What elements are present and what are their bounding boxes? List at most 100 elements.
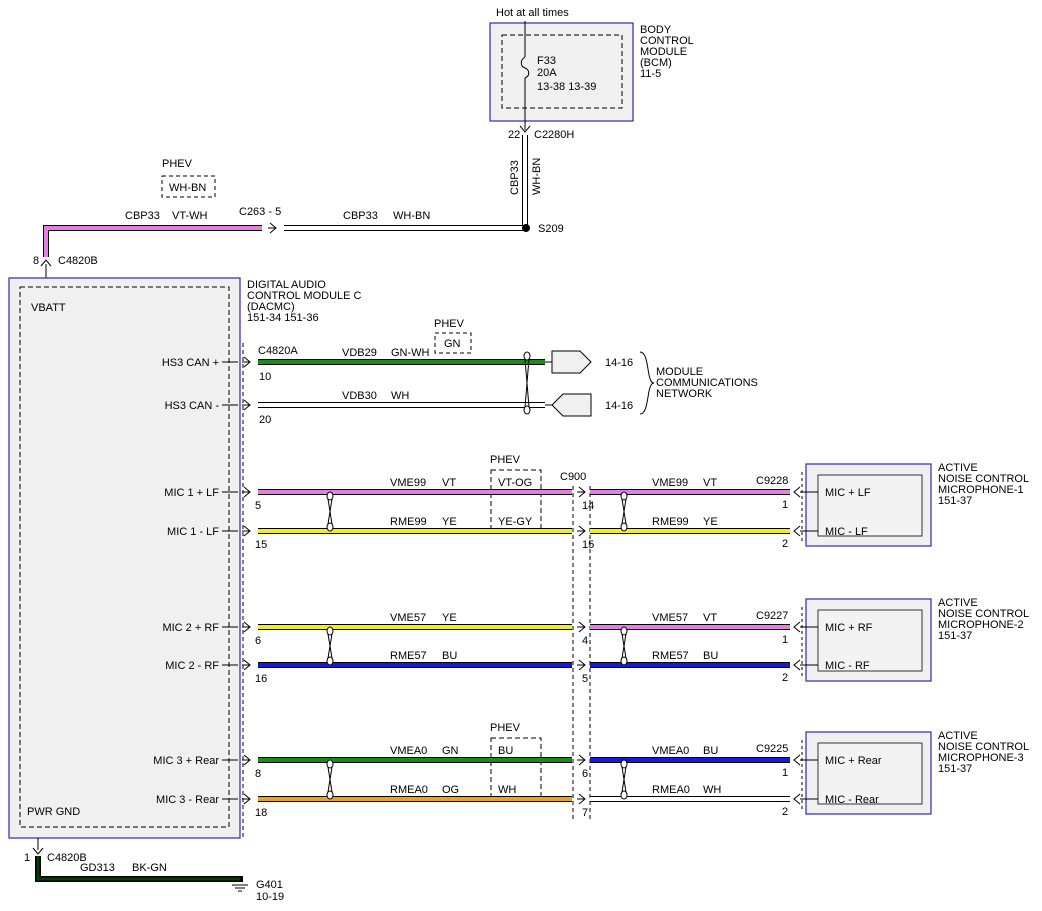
- mic-phev-color: VT-OG: [498, 477, 532, 489]
- mic-right-wire-VME57: [590, 624, 790, 630]
- twist-bottom: [326, 656, 334, 666]
- dacmc-port-label: MIC 3 - Rear: [156, 794, 219, 806]
- bcm-name-line: 11-5: [640, 68, 661, 80]
- wire-fill: [523, 135, 527, 227]
- c900-pin: 5: [582, 673, 588, 685]
- mic-connector-chevron: [793, 486, 801, 498]
- twist-top: [523, 351, 531, 361]
- mic-right-wire-RME57: [590, 662, 790, 668]
- mic-right-circuit: RME57: [652, 650, 689, 662]
- network-label-line: NETWORK: [656, 388, 713, 400]
- mic-right-circuit: RMEA0: [652, 784, 690, 796]
- ground-id: G401: [256, 879, 283, 891]
- mic-right-color: BU: [703, 650, 718, 662]
- can-circuit: VDB29: [342, 347, 377, 359]
- mic-right-pin: 2: [782, 806, 788, 818]
- mic-twist-right: [620, 626, 628, 666]
- mic-twist-left: [326, 759, 334, 800]
- bcm-feed-label: Hot at all times: [496, 7, 569, 19]
- twist-top: [620, 491, 628, 501]
- dacmc-port-label: MIC 2 - RF: [165, 660, 219, 672]
- mic-name-line: ACTIVE: [938, 597, 978, 609]
- mic-left-color: YE: [442, 516, 457, 528]
- mic-twist-left: [326, 626, 334, 666]
- bcm-connector-chevron: [519, 125, 531, 133]
- mic-right-pin: 2: [782, 538, 788, 550]
- mic-left-wire-VME99: [258, 489, 572, 495]
- mic-phev-label: PHEV: [490, 722, 521, 734]
- network-brace: [639, 351, 655, 415]
- mic-right-circuit: RME99: [652, 516, 689, 528]
- wire-fill: [258, 797, 572, 801]
- mic-name-line: ACTIVE: [938, 730, 978, 742]
- mic-left-color: GN: [442, 745, 459, 757]
- can-wire-VDB29: [258, 359, 545, 365]
- dacmc-port-label: MIC 1 - LF: [167, 526, 219, 538]
- fuse-symbol: [520, 56, 530, 79]
- bcm-name-line: (BCM): [640, 57, 672, 69]
- can-circuit: VDB30: [342, 390, 377, 402]
- mic-inner-box: [817, 474, 923, 537]
- wire-fill: [258, 529, 572, 533]
- mic-left-color: VT: [442, 477, 456, 489]
- wire-fill: [590, 490, 790, 494]
- mic-right-wire-VMEA0: [590, 757, 790, 763]
- dacmc-name-line: DIGITAL AUDIO: [247, 279, 326, 291]
- mic-twist-right: [620, 491, 628, 532]
- dacmc-name-line: CONTROL MODULE C: [247, 290, 362, 302]
- fuse-refs: 13-38 13-39: [537, 81, 596, 93]
- wire-fill: [258, 403, 545, 407]
- bcm-internal-dashed: [501, 34, 623, 109]
- mic-right-wire-RME99: [590, 528, 790, 534]
- mic-left-pin: 15: [255, 539, 267, 551]
- can-phev-color: GN: [444, 338, 461, 350]
- mic-left-color: BU: [442, 650, 457, 662]
- can-pin: 10: [259, 371, 271, 383]
- mic-connector: C9225: [756, 743, 788, 755]
- ground-ref: 10-19: [256, 891, 284, 903]
- mic-right-color: WH: [703, 784, 721, 796]
- c4820b-top-chevron: [40, 259, 52, 267]
- mic-twist-left: [326, 491, 334, 532]
- twist-cross: [524, 358, 530, 408]
- mic-right-color: BU: [703, 745, 718, 757]
- dacmc-internal-dashed: [19, 286, 230, 828]
- dacmc-module-box: [8, 277, 241, 839]
- wire-fill: [258, 663, 572, 667]
- wire-fill: [44, 226, 262, 257]
- twist-cross: [327, 498, 333, 525]
- fuse-label: F33: [537, 55, 556, 67]
- twist-bottom: [620, 790, 628, 800]
- fuse-rating: 20A: [537, 67, 557, 79]
- phev-label: PHEV: [162, 158, 193, 170]
- c900-pin: 7: [582, 807, 588, 819]
- vbatt-label: VBATT: [31, 302, 66, 314]
- mic-right-color: VT: [703, 477, 717, 489]
- mic-left-wire-RME99: [258, 528, 572, 534]
- twist-bottom: [620, 656, 628, 666]
- dacmc-name-line: 151-34 151-36: [247, 312, 319, 324]
- mic-right-circuit: VME57: [652, 612, 688, 624]
- wire-fill: [36, 856, 240, 881]
- can-phev-label: PHEV: [434, 318, 465, 330]
- mic-inner-box: [817, 609, 923, 672]
- mic-inner-box: [817, 742, 923, 805]
- can-twist: [523, 351, 531, 415]
- vbatt-connector: C4820B: [58, 255, 98, 267]
- mic-name-line: NOISE CONTROL: [938, 741, 1029, 753]
- mic-right-pin: 1: [782, 767, 788, 779]
- bcm-name-line: MODULE: [640, 46, 687, 58]
- mic-left-circuit: RME99: [390, 516, 427, 528]
- mic-port-label: MIC + RF: [825, 622, 873, 634]
- twist-top: [326, 626, 334, 636]
- splice-dot: [522, 224, 530, 232]
- right-color: WH-BN: [393, 210, 430, 222]
- mic-name-line: ACTIVE: [938, 462, 978, 474]
- mic-right-color: VT: [703, 612, 717, 624]
- wire-fill: [590, 625, 790, 629]
- mic-left-pin: 18: [255, 807, 267, 819]
- twist-bottom: [326, 522, 334, 532]
- mic-connector-chevron: [793, 793, 801, 805]
- mic-name-line: MICROPHONE-2: [938, 619, 1024, 631]
